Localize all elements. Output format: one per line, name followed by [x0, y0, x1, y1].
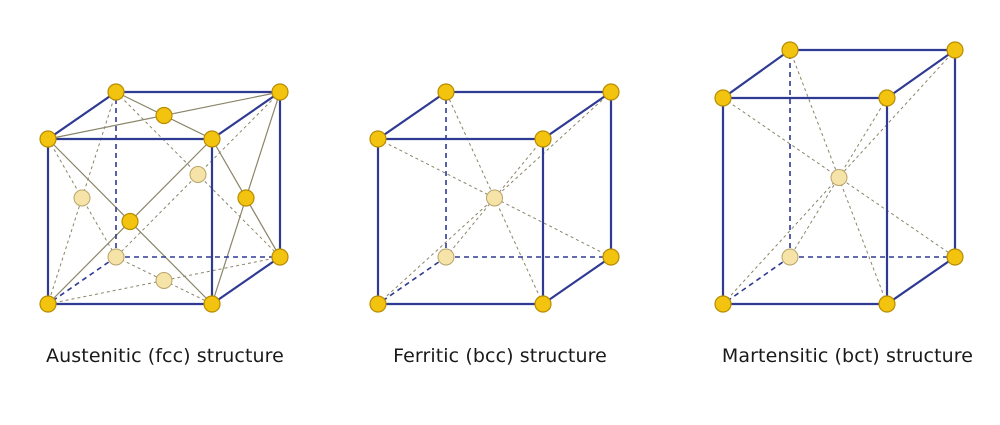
atoms-group	[369, 83, 620, 313]
hidden-edge-line	[722, 256, 791, 305]
edge-line	[210, 255, 282, 306]
edge-line	[541, 90, 613, 141]
corner-atom	[107, 83, 125, 101]
corner-atom	[534, 130, 552, 148]
hidden-atom	[189, 166, 207, 183]
fcc-unit-cell	[39, 83, 289, 313]
hidden-edge-line	[47, 256, 117, 305]
corner-atom	[369, 130, 387, 148]
corner-atom	[946, 248, 964, 266]
hidden-edge-line	[377, 256, 447, 305]
bcc-unit-cell	[369, 83, 620, 313]
bct-unit-cell	[714, 41, 964, 313]
corner-atom	[946, 41, 964, 59]
hidden-atom	[486, 189, 503, 207]
corner-atom	[271, 83, 289, 101]
dashed-diagonal-line	[377, 138, 612, 258]
atoms-group	[39, 83, 289, 313]
corner-atom	[203, 130, 221, 148]
corner-atom	[39, 295, 57, 313]
atoms-group	[714, 41, 964, 313]
caption-bcc: Ferritic (bcc) structure	[393, 345, 607, 367]
hidden-atom	[830, 169, 848, 186]
corner-atom	[714, 295, 732, 313]
edge-line	[210, 90, 282, 141]
edge-line	[885, 48, 957, 100]
edge-line	[46, 90, 118, 141]
corner-atom	[878, 89, 896, 107]
dashed-diagonal-line	[47, 91, 117, 305]
corner-atom-hidden	[781, 248, 799, 266]
corner-atom	[602, 248, 620, 266]
corner-atom	[602, 83, 620, 101]
face-center-atom	[155, 106, 173, 125]
corner-atom	[534, 295, 552, 313]
face-center-atom	[121, 212, 139, 231]
corner-atom-hidden	[437, 248, 455, 266]
corner-atom	[271, 248, 289, 266]
corner-atom-hidden	[107, 248, 125, 266]
corner-atom	[39, 130, 57, 148]
corner-atom	[203, 295, 221, 313]
hidden-atom	[155, 272, 173, 289]
caption-bct: Martensitic (bct) structure	[721, 345, 974, 367]
corner-atom	[437, 83, 455, 101]
corner-atom	[369, 295, 387, 313]
corner-atom	[781, 41, 799, 59]
edge-line	[376, 90, 448, 141]
edge-line	[885, 255, 957, 306]
dashed-diagonal-line	[445, 138, 544, 258]
face-center-atom	[237, 189, 255, 207]
edge-line	[541, 255, 613, 306]
corner-atom	[878, 295, 896, 313]
hidden-atom	[73, 189, 91, 207]
corner-atom	[714, 89, 732, 107]
caption-fcc: Austenitic (fcc) structure	[46, 345, 284, 367]
dashed-diagonal-line	[789, 97, 888, 258]
edge-line	[721, 48, 792, 100]
